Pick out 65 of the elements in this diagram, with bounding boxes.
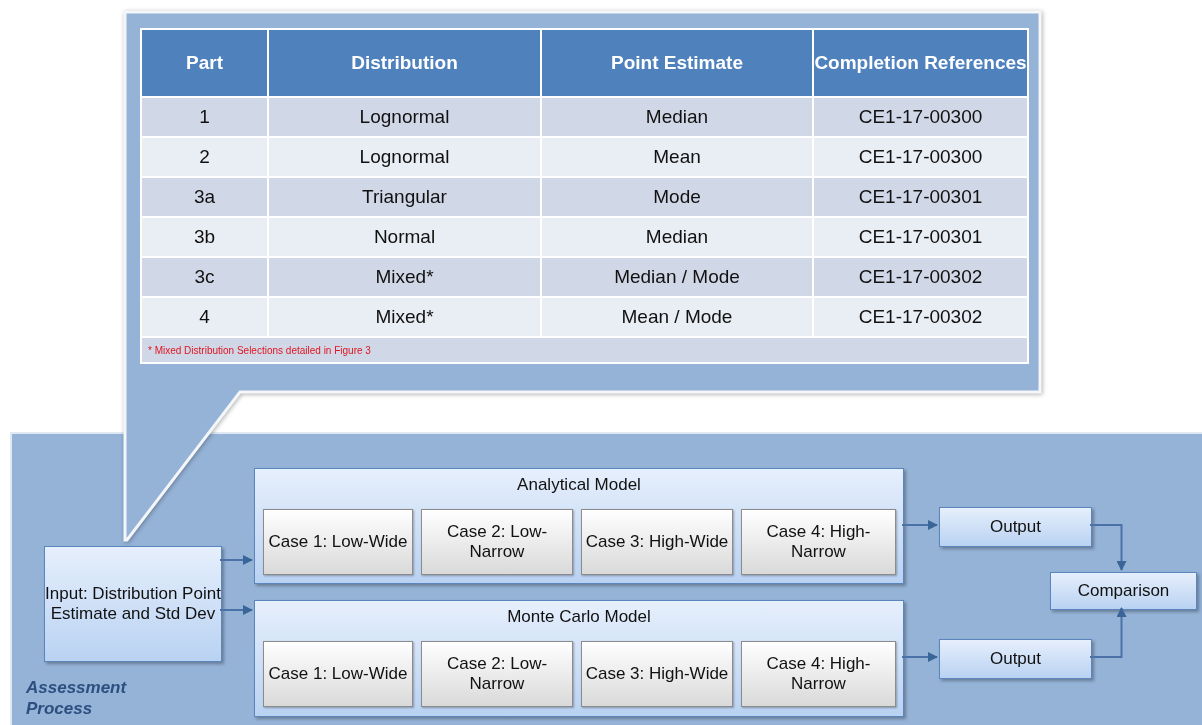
- table-cell: Normal: [268, 217, 541, 257]
- box-label: Output: [989, 648, 1041, 670]
- panel-title: Assessment Process: [26, 678, 128, 719]
- case-box: [741, 509, 896, 575]
- arrow: [219, 605, 253, 615]
- case-box: [263, 641, 413, 707]
- column-header: Completion References: [813, 29, 1028, 97]
- case-box: [421, 509, 573, 575]
- box-label: Case 3: High-Wide: [585, 663, 729, 685]
- table-cell: CE1-17-00300: [813, 97, 1028, 137]
- output-box: [939, 639, 1092, 679]
- table-cell: 3c: [141, 257, 268, 297]
- case-box: [581, 509, 733, 575]
- arrow: [1089, 524, 1127, 571]
- table-cell: CE1-17-00302: [813, 257, 1028, 297]
- case-box: [581, 641, 733, 707]
- table-cell: Triangular: [268, 177, 541, 217]
- table-cell: Median: [541, 97, 813, 137]
- table-cell: CE1-17-00300: [813, 137, 1028, 177]
- column-header: Point Estimate: [541, 29, 813, 97]
- table-cell: Mode: [541, 177, 813, 217]
- arrow: [219, 555, 253, 565]
- table-cell: Lognormal: [268, 137, 541, 177]
- input-box: [44, 546, 222, 662]
- table-cell: Mean / Mode: [541, 297, 813, 337]
- output-box: [939, 507, 1092, 547]
- box-label: Case 1: Low-Wide: [268, 531, 408, 553]
- process-panel: [10, 432, 1202, 725]
- column-header: Distribution: [268, 29, 541, 97]
- model-title: Analytical Model: [516, 475, 642, 496]
- arrow: [901, 520, 938, 530]
- table-cell: 3a: [141, 177, 268, 217]
- table-cell: 2: [141, 137, 268, 177]
- box-label: Case 1: Low-Wide: [268, 663, 408, 685]
- table-cell: CE1-17-00302: [813, 297, 1028, 337]
- box-label: Case 3: High-Wide: [585, 531, 729, 553]
- table-footnote: * Mixed Distribution Selections detailed in Figure 3: [141, 337, 1028, 363]
- table-cell: Median / Mode: [541, 257, 813, 297]
- table-cell: Mean: [541, 137, 813, 177]
- case-box: [263, 509, 413, 575]
- box-label: Comparison: [1077, 580, 1170, 602]
- column-header: Part: [141, 29, 268, 97]
- box-label: Case 2: Low-Narrow: [445, 521, 549, 563]
- table-cell: Mixed*: [268, 257, 541, 297]
- case-box: [421, 641, 573, 707]
- table-cell: Median: [541, 217, 813, 257]
- table-cell: CE1-17-00301: [813, 177, 1028, 217]
- model-title: Monte Carlo Model: [506, 607, 652, 628]
- box-label: Input: Distribution Point Estimate and Std Dev: [45, 583, 221, 625]
- box-label: Case 4: High-Narrow: [765, 653, 872, 695]
- table-cell: 4: [141, 297, 268, 337]
- model-box: [254, 468, 904, 584]
- box-label: Output: [989, 516, 1041, 538]
- box-label: Case 2: Low-Narrow: [445, 653, 549, 695]
- table-cell: Lognormal: [268, 97, 541, 137]
- arrow: [901, 652, 938, 662]
- comparison-box: [1050, 572, 1197, 610]
- box-label: Case 4: High-Narrow: [765, 521, 872, 563]
- table-cell: 1: [141, 97, 268, 137]
- case-box: [741, 641, 896, 707]
- table-cell: Mixed*: [268, 297, 541, 337]
- table-cell: CE1-17-00301: [813, 217, 1028, 257]
- table-cell: 3b: [141, 217, 268, 257]
- model-box: [254, 600, 904, 717]
- arrow: [1089, 607, 1127, 658]
